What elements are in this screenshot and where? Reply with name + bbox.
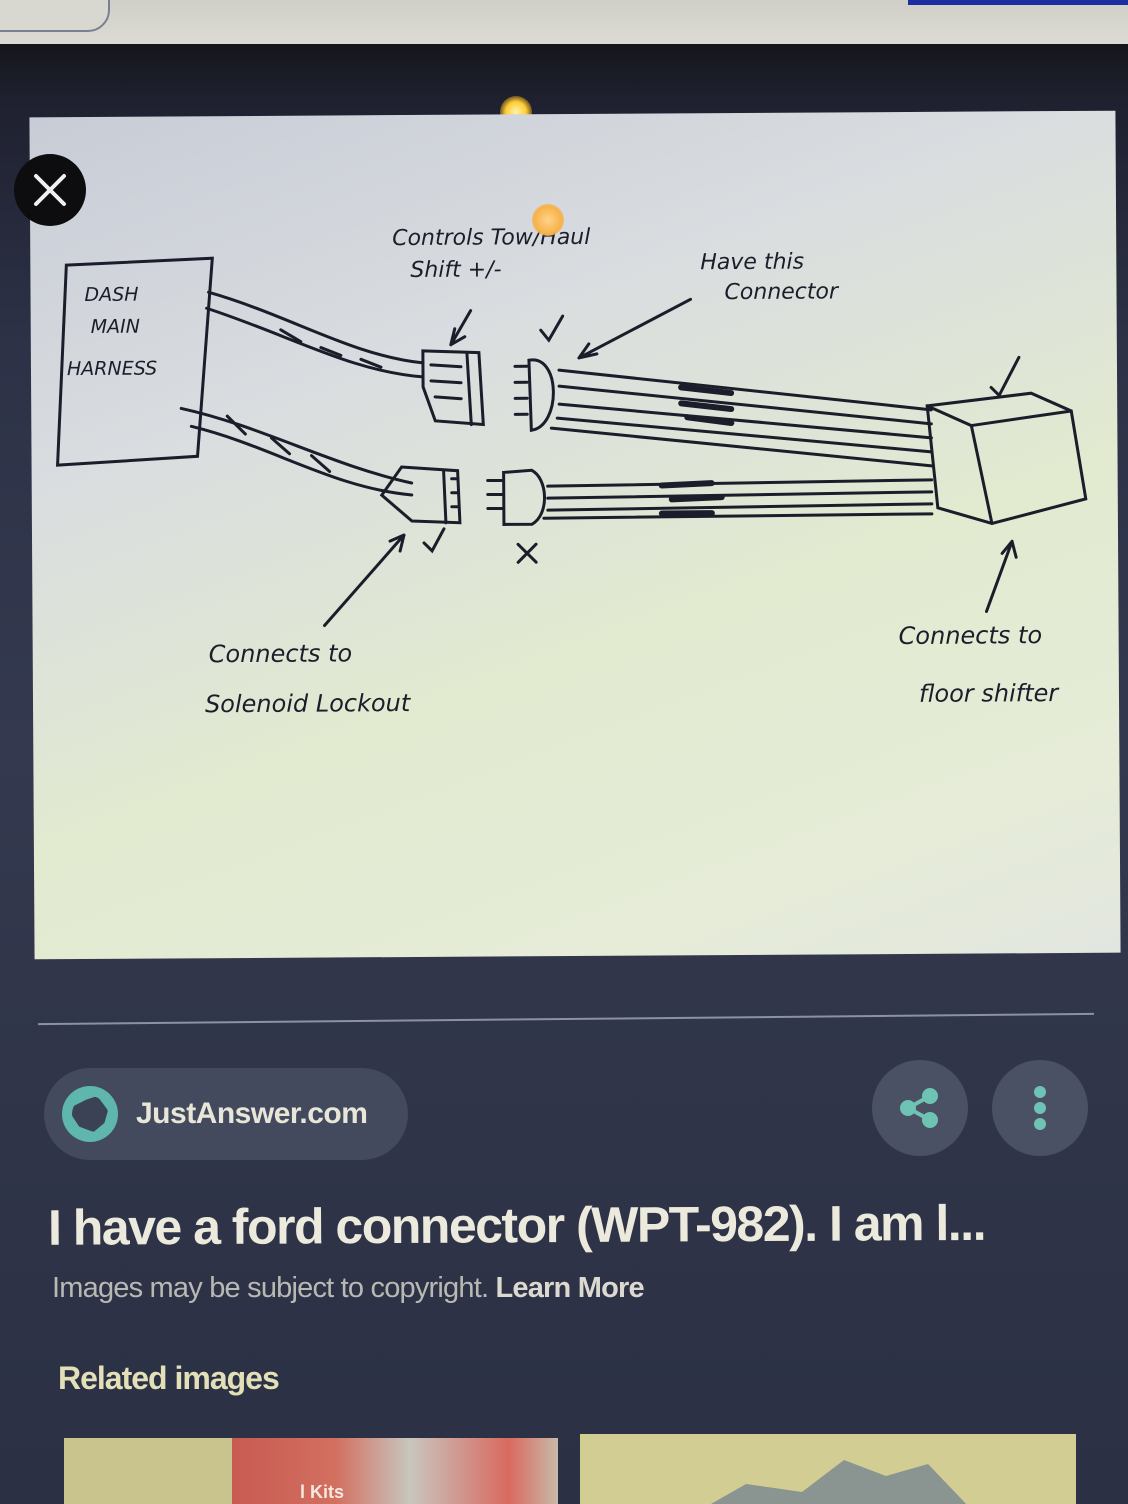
related-images-heading: Related images [58, 1360, 280, 1396]
svg-text:Shift +/-: Shift +/- [410, 257, 501, 283]
more-options-button[interactable] [992, 1060, 1088, 1156]
svg-text:Have this: Have this [700, 250, 804, 276]
result-title[interactable]: I have a ford connector (WPT-982). I am … [47, 1194, 986, 1256]
svg-text:floor shifter: floor shifter [919, 679, 1061, 708]
top-accent-button[interactable] [908, 0, 1128, 5]
copyright-text: Images may be subject to copyright. [52, 1272, 496, 1304]
svg-text:Connects to: Connects to [899, 621, 1043, 650]
source-label: JustAnswer.com [136, 1097, 368, 1130]
share-button[interactable] [872, 1060, 968, 1156]
close-icon [34, 174, 66, 206]
wiring-diagram-sketch: DASH MAIN HARNESS Controls Tow/Haul Shif… [55, 225, 1088, 718]
screen-glare-secondary [532, 204, 564, 236]
share-icon [900, 1088, 938, 1128]
svg-text:HARNESS: HARNESS [67, 358, 157, 381]
source-link[interactable]: JustAnswer.com [44, 1068, 408, 1160]
related-image-thumbnail[interactable] [580, 1434, 1076, 1504]
preview-image[interactable]: DASH MAIN HARNESS Controls Tow/Haul Shif… [29, 110, 1121, 960]
svg-text:MAIN: MAIN [91, 316, 140, 338]
thumbnail-label: l Kits [300, 1482, 345, 1502]
more-vert-icon [1034, 1086, 1046, 1130]
svg-text:DASH: DASH [84, 284, 138, 306]
svg-text:Connects to: Connects to [209, 639, 353, 668]
search-box-edge[interactable] [0, 0, 110, 32]
learn-more-link[interactable]: Learn More [495, 1272, 644, 1304]
svg-text:Solenoid Lockout: Solenoid Lockout [205, 689, 412, 718]
close-button[interactable] [14, 154, 86, 226]
globe-icon [62, 1086, 118, 1142]
thumbnail-image-shape [690, 1460, 970, 1504]
browser-top-bar [0, 0, 1128, 44]
svg-text:Connector: Connector [724, 279, 840, 305]
related-image-thumbnail[interactable]: l Kits [64, 1438, 558, 1504]
copyright-notice: Images may be subject to copyright. Lear… [52, 1272, 645, 1305]
